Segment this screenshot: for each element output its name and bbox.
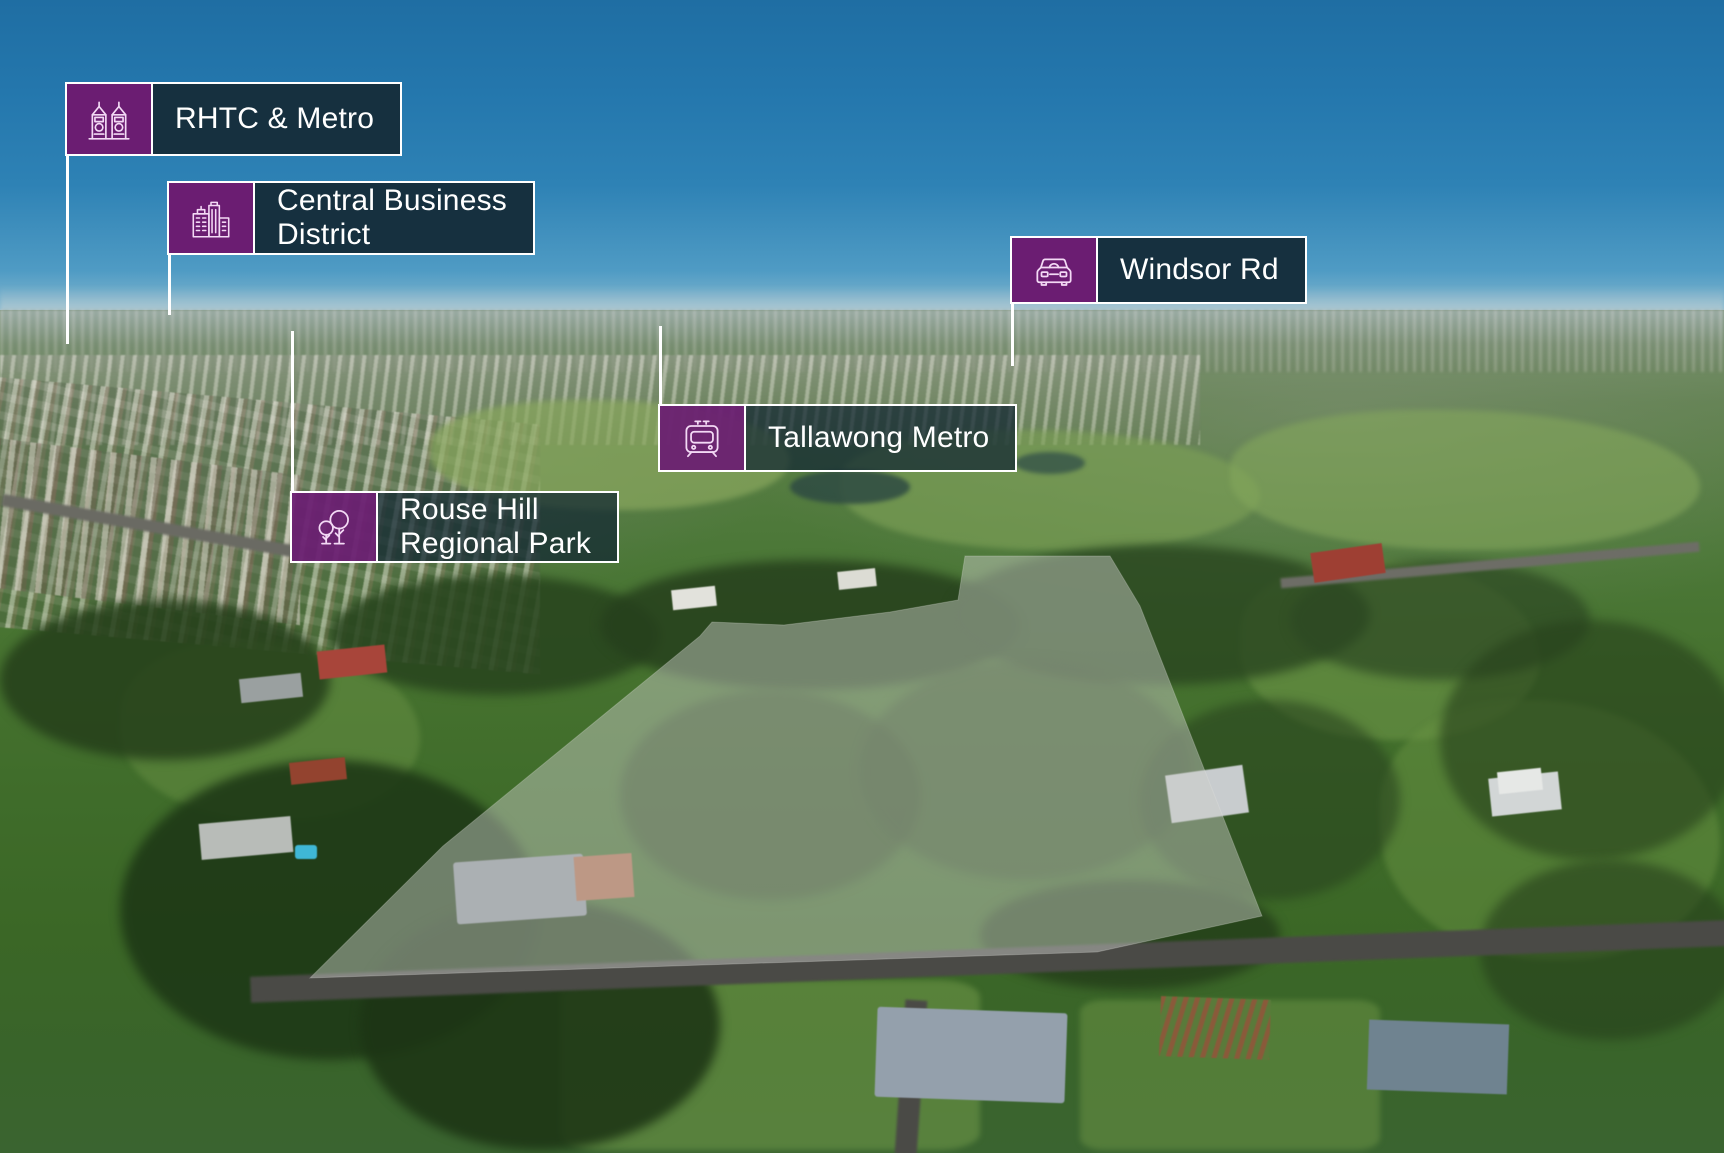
clock-towers-icon xyxy=(67,84,153,154)
caravan xyxy=(1496,767,1544,795)
train-icon xyxy=(660,406,746,470)
pool xyxy=(295,845,317,859)
leader-line-rhtc-metro xyxy=(66,154,69,344)
tree-canopy xyxy=(600,560,1020,690)
callout-label: RHTC & Metro xyxy=(153,84,401,154)
shed-roof xyxy=(1366,1019,1510,1095)
greenhouse-rows xyxy=(1158,996,1272,1060)
callout-label: Windsor Rd xyxy=(1098,238,1305,302)
callout-rhtc-metro[interactable]: RHTC & Metro xyxy=(65,82,403,156)
tree-canopy xyxy=(980,880,1280,990)
leader-line-windsor-rd xyxy=(1011,302,1014,366)
callout-label: Central Business District xyxy=(255,183,533,253)
leader-line-rouse-hill-park xyxy=(291,331,294,493)
callout-label: Rouse Hill Regional Park xyxy=(378,493,618,561)
callout-rouse-hill-regional-park[interactable]: Rouse Hill Regional Park xyxy=(290,491,620,563)
leader-line-tallawong-metro xyxy=(659,326,662,406)
callout-label: Tallawong Metro xyxy=(746,406,1016,470)
callout-windsor-rd[interactable]: Windsor Rd xyxy=(1010,236,1307,304)
house-roof xyxy=(573,853,635,901)
car-front-icon xyxy=(1012,238,1098,302)
callout-central-business-district[interactable]: Central Business District xyxy=(167,181,535,255)
tree-canopy xyxy=(1440,620,1724,860)
paddock xyxy=(1230,410,1700,550)
house-roof xyxy=(874,1006,1068,1104)
leader-line-cbd xyxy=(168,253,171,315)
trees-icon xyxy=(292,493,378,561)
house-roof xyxy=(452,853,588,925)
pond xyxy=(1015,452,1085,474)
city-buildings-icon xyxy=(169,183,255,253)
sky xyxy=(0,0,1724,330)
callout-tallawong-metro[interactable]: Tallawong Metro xyxy=(658,404,1018,472)
tree-canopy xyxy=(360,900,720,1150)
tree-canopy xyxy=(860,660,1190,880)
pond xyxy=(790,470,910,504)
